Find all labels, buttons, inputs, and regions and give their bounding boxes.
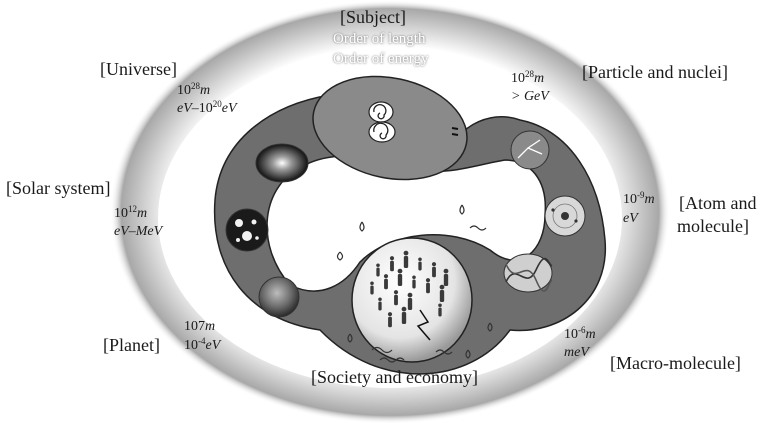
person-figure-head [412, 275, 416, 279]
label-society-economy: [Society and economy] [311, 367, 478, 387]
label-atom-molecule-line2: molecule] [677, 216, 749, 236]
person-figure-body [412, 280, 415, 289]
serpent-eye-upper [369, 102, 393, 122]
particle-length: 1028m [511, 70, 544, 88]
person-figure-body [376, 268, 379, 277]
person-figure-head [432, 262, 436, 266]
label-planet: [Planet] [103, 335, 160, 355]
person-figure-body [440, 290, 444, 302]
person-figure-body [438, 308, 441, 317]
galaxy-image [256, 144, 308, 182]
center-length-line: Order of length [333, 30, 425, 48]
person-figure-body [394, 295, 398, 305]
person-figure-head [394, 290, 398, 294]
atom-energy: eV [623, 210, 638, 228]
label-universe: [Universe] [100, 59, 177, 79]
particle-track-image [511, 131, 549, 169]
person-figure-head [426, 278, 430, 282]
label-particle-nuclei: [Particle and nuclei] [582, 62, 728, 82]
person-figure-head [390, 256, 394, 260]
person-figure-body [444, 274, 448, 286]
person-figure-body [426, 283, 430, 293]
person-figure-head [370, 281, 374, 285]
atom-image [545, 196, 585, 236]
dna-helix-image [504, 254, 552, 292]
label-atom-molecule-line1: [Atom and [679, 193, 756, 213]
person-figure-body [418, 262, 421, 271]
center-energy-line: Order of energy [333, 50, 429, 68]
person-figure-body [398, 274, 402, 286]
person-figure-body [408, 298, 412, 310]
planet-length: 107m [184, 318, 215, 336]
label-solar-system: [Solar system] [6, 178, 110, 198]
solar-length: 1012m [114, 205, 147, 223]
person-figure-body [402, 312, 406, 324]
person-figure-body [378, 302, 381, 311]
person-figure-head [404, 251, 409, 256]
particle-energy: > GeV [511, 88, 549, 106]
person-figure-head [408, 293, 413, 298]
center-title: [Subject] [340, 7, 406, 27]
person-figure-body [388, 317, 392, 327]
person-figure-head [384, 274, 388, 278]
person-figure-head [378, 297, 382, 301]
person-figure-head [438, 303, 442, 307]
macro-energy: meV [564, 344, 589, 362]
person-figure-head [402, 307, 407, 312]
person-figure-head [398, 269, 403, 274]
universe-length: 1028m [177, 82, 210, 100]
solar-system-image [226, 209, 268, 251]
label-macro-molecule: [Macro-molecule] [610, 353, 741, 373]
universe-energy: eV–1020eV [177, 100, 237, 118]
person-figure-head [388, 312, 392, 316]
solar-energy: eV–MeV [114, 223, 162, 241]
person-figure-body [432, 267, 436, 277]
atom-length: 10-9m [623, 191, 655, 209]
planet-energy: 10-4eV [184, 337, 220, 355]
person-figure-head [440, 285, 445, 290]
person-figure-body [370, 286, 373, 295]
planet-earth-image [259, 277, 299, 317]
person-figure-body [390, 261, 394, 271]
person-figure-body [384, 279, 388, 289]
person-figure-head [444, 269, 449, 274]
person-figure-body [404, 256, 408, 268]
person-figure-head [418, 257, 422, 261]
macro-length: 10-6m [564, 326, 596, 344]
serpent-eye-lower [369, 122, 395, 142]
person-figure-head [376, 263, 380, 267]
